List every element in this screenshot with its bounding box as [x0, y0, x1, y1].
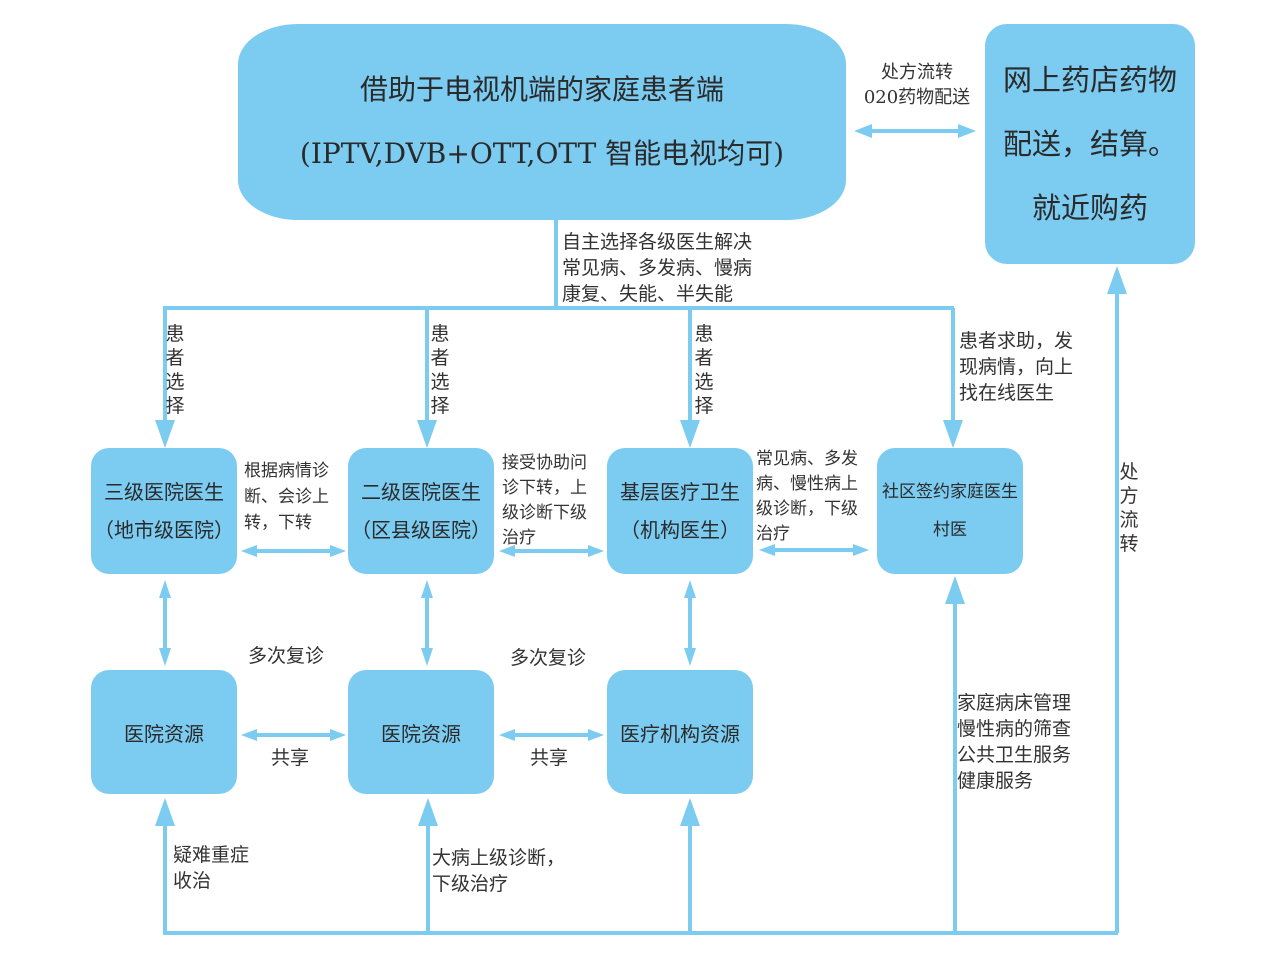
label-prescription-o2o-line1: 处方流转 [881, 62, 953, 83]
label-severe-cases-line2: 收治 [173, 870, 212, 892]
node-tier2-doctor: 二级医院医生 （区县级医院） [348, 448, 494, 574]
label-follow-up-1: 多次复诊 [248, 645, 325, 667]
node-family-doctor-line1: 社区签约家庭医生 [882, 482, 1018, 502]
node-tier3-doctor: 三级医院医生 （地市级医院） [91, 448, 237, 574]
arrow-tier3-resource [159, 580, 171, 666]
arrow-primary-resource [684, 580, 696, 666]
arrow-tv-pharmacy [854, 124, 976, 138]
arrow-up-resource2 [418, 798, 438, 933]
label-patient-choice-1: 患者选择 [165, 323, 185, 417]
node-family-doctor: 社区签约家庭医生 村医 [877, 448, 1023, 574]
node-medical-institution-resource-label: 医疗机构资源 [620, 721, 740, 746]
label-family-services: 家庭病床管理 慢性病的筛查 公共卫生服务 健康服务 [957, 690, 1071, 794]
label-tier3-tier2-line2: 断、会诊上 [244, 487, 329, 507]
node-hospital-resource-2: 医院资源 [348, 670, 494, 794]
label-patient-help-line3: 找在线医生 [959, 382, 1055, 404]
label-share-2: 共享 [530, 747, 569, 769]
label-family-services-line2: 慢性病的筛查 [957, 718, 1072, 740]
arrow-up-resource3 [680, 798, 700, 933]
arrow-tier3-tier2 [241, 545, 346, 557]
label-major-illness-line2: 下级治疗 [432, 873, 509, 895]
label-tier2-primary-line1: 接受协助问 [502, 453, 587, 473]
arrow-to-primary [680, 308, 700, 448]
label-family-services-line3: 公共卫生服务 [957, 744, 1072, 766]
node-primary-doctor-line2: （机构医生） [620, 518, 740, 542]
arrow-resource2-resource3 [499, 729, 604, 741]
arrow-up-family [945, 576, 965, 933]
label-primary-family-line3: 级诊断，下级 [756, 499, 858, 519]
label-primary-family: 常见病、多发 病、慢性病上 级诊断，下级 治疗 [756, 447, 858, 547]
node-tier2-doctor-line2: （区县级医院） [351, 518, 491, 542]
node-patient-tv-title: 借助于电视机端的家庭患者端 [359, 73, 724, 106]
node-hospital-resource-1: 医院资源 [91, 670, 237, 794]
node-patient-tv: 借助于电视机端的家庭患者端 (IPTV,DVB+OTT,OTT 智能电视均可) [238, 24, 846, 220]
label-tier2-primary: 接受协助问 诊下转，上 级诊断下级 治疗 [502, 451, 587, 551]
arrow-up-pharmacy [1107, 266, 1127, 933]
label-patient-help-line1: 患者求助，发 [959, 330, 1074, 352]
label-severe-cases: 疑难重症 收治 [173, 842, 249, 894]
arrow-to-tier3 [155, 308, 175, 448]
node-pharmacy-line3: 就近购药 [1031, 191, 1148, 225]
label-tier3-tier2: 根据病情诊 断、会诊上 转，下转 [244, 458, 329, 536]
label-family-services-line1: 家庭病床管理 [957, 692, 1072, 714]
node-hospital-resource-2-label: 医院资源 [381, 721, 461, 746]
label-prescription-flow: 处方流转 [1119, 461, 1139, 555]
label-patient-help: 患者求助，发 现病情，向上 找在线医生 [959, 328, 1073, 406]
label-severe-cases-line1: 疑难重症 [173, 844, 250, 866]
node-medical-institution-resource: 医疗机构资源 [607, 670, 753, 794]
label-major-illness-line1: 大病上级诊断， [432, 847, 566, 869]
label-follow-up-2: 多次复诊 [510, 647, 587, 669]
label-self-select-line1: 自主选择各级医生解决 [562, 231, 753, 253]
label-tier3-tier2-line3: 转，下转 [244, 513, 312, 533]
node-pharmacy: 网上药店药物 配送，结算。 就近购药 [985, 24, 1195, 264]
node-tier3-doctor-line2: （地市级医院） [94, 518, 234, 542]
label-primary-family-line1: 常见病、多发 [756, 449, 858, 469]
label-self-select: 自主选择各级医生解决 常见病、多发病、慢病 康复、失能、半失能 [562, 229, 752, 307]
label-major-illness: 大病上级诊断， 下级治疗 [432, 845, 565, 897]
arrow-primary-family [759, 544, 869, 556]
arrow-to-tier2 [417, 308, 437, 448]
label-tier2-primary-line3: 级诊断下级 [502, 503, 587, 523]
node-tier3-doctor-line1: 三级医院医生 [104, 480, 224, 504]
node-tier2-doctor-line1: 二级医院医生 [361, 480, 481, 504]
label-prescription-o2o: 处方流转 020药物配送 [855, 60, 979, 110]
arrow-tier2-primary [499, 545, 604, 557]
label-patient-help-line2: 现病情，向上 [959, 356, 1074, 378]
label-tier2-primary-line2: 诊下转，上 [502, 478, 587, 498]
label-patient-choice-2: 患者选择 [430, 323, 450, 417]
label-self-select-line3: 康复、失能、半失能 [562, 283, 734, 305]
label-tier3-tier2-line1: 根据病情诊 [244, 461, 329, 481]
label-primary-family-line2: 病、慢性病上 [756, 474, 858, 494]
label-tier2-primary-line4: 治疗 [502, 528, 536, 548]
node-primary-doctor-line1: 基层医疗卫生 [620, 480, 740, 504]
label-primary-family-line4: 治疗 [756, 524, 790, 544]
node-patient-tv-subtitle: (IPTV,DVB+OTT,OTT 智能电视均可) [299, 137, 785, 170]
node-family-doctor-line2: 村医 [933, 520, 967, 540]
node-hospital-resource-1-label: 医院资源 [124, 721, 204, 746]
arrow-tier2-resource [421, 580, 433, 666]
label-patient-choice-3: 患者选择 [694, 323, 714, 417]
node-primary-doctor: 基层医疗卫生 （机构医生） [607, 448, 753, 574]
label-prescription-o2o-line2: 020药物配送 [863, 87, 971, 108]
label-family-services-line4: 健康服务 [957, 770, 1034, 792]
label-share-1: 共享 [271, 747, 310, 769]
label-self-select-line2: 常见病、多发病、慢病 [562, 257, 753, 279]
arrow-to-family [943, 308, 963, 448]
node-pharmacy-line2: 配送，结算。 [1002, 127, 1177, 161]
arrow-resource1-resource2 [241, 729, 346, 741]
arrow-up-resource1 [155, 798, 175, 933]
node-pharmacy-line1: 网上药店药物 [1002, 63, 1177, 97]
